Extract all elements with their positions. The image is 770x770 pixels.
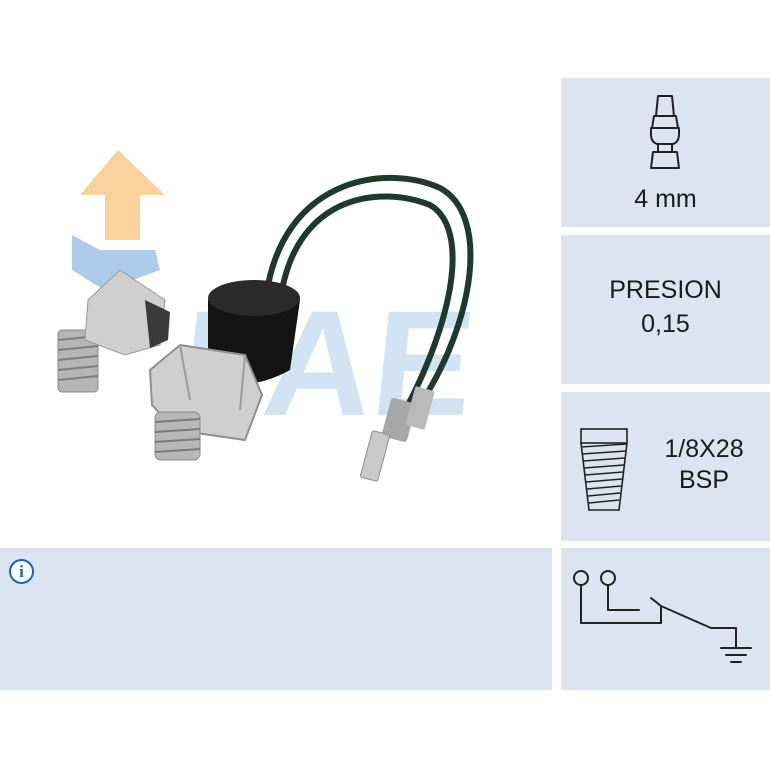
sensor-wires (265, 174, 474, 423)
pressure-sensor-body (148, 280, 300, 461)
product-illustration: FAE (57, 150, 482, 482)
info-icon[interactable]: i (9, 559, 34, 584)
circuit-diagram-panel (561, 548, 770, 690)
pressure-value: 0,15 (641, 310, 690, 338)
spade-terminals (360, 386, 435, 482)
thread-standard: BSP (678, 466, 730, 494)
pressure-spec-panel: PRESION 0,15 (561, 235, 770, 384)
adapter-fitting (57, 269, 170, 393)
thread-spec-panel: 1/8X28 BSP (561, 392, 770, 541)
product-image: FAE (0, 78, 552, 543)
thread-size: 1/8X28 (664, 435, 744, 463)
connector-spec-panel: 4 mm (561, 78, 770, 227)
info-panel: i (0, 548, 552, 690)
pressure-label: PRESION (609, 276, 722, 304)
connector-size: 4 mm (634, 185, 697, 213)
thread-icon (580, 428, 628, 511)
switch-circuit-ground-icon (573, 570, 752, 663)
spade-connector-icon (650, 95, 680, 169)
